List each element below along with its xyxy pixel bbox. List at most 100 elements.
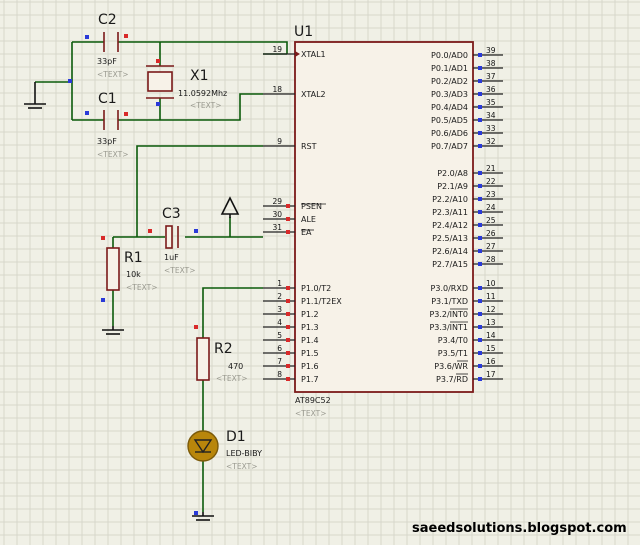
pin-label: P2.2/A10 — [432, 195, 468, 204]
pin-label: P1.7 — [301, 375, 319, 384]
wire-c1-xtal2 — [118, 93, 263, 121]
pin-number: 29 — [272, 197, 282, 206]
marker — [156, 59, 160, 63]
pin-number: 38 — [486, 59, 496, 68]
pin-marker — [478, 118, 482, 122]
microcontroller-u1[interactable] — [294, 41, 474, 393]
marker — [124, 34, 128, 38]
pin-label: P1.5 — [301, 349, 319, 358]
c3-ref: C3 — [162, 206, 181, 222]
pin-number: 13 — [486, 318, 496, 327]
pin-number: 1 — [277, 279, 282, 288]
pin-marker — [478, 223, 482, 227]
marker — [148, 229, 152, 233]
d1-value: LED-BIBY — [226, 449, 262, 458]
r2-value: 470 — [228, 362, 243, 371]
pin-marker — [478, 312, 482, 316]
watermark: saeedsolutions.blogspot.com — [412, 521, 627, 536]
ground-symbol-3 — [192, 512, 214, 521]
pin-marker — [478, 286, 482, 290]
chip-pin-left[interactable]: 3P1.2 — [263, 305, 319, 319]
pin-label: P2.3/A11 — [432, 208, 468, 217]
crystal-x1[interactable] — [146, 65, 174, 99]
pin-label: EA — [301, 228, 312, 237]
pin-number: 34 — [486, 111, 496, 120]
pin-label: P0.1/AD1 — [431, 64, 468, 73]
pin-number: 9 — [277, 137, 282, 146]
capacitor-c3[interactable] — [165, 225, 179, 249]
ground-symbol-2 — [102, 326, 124, 335]
r2-text: <TEXT> — [216, 374, 247, 383]
pin-label: P0.3/AD3 — [431, 90, 468, 99]
pin-marker — [478, 184, 482, 188]
pin-number: 30 — [272, 210, 282, 219]
pin-number: 31 — [272, 223, 282, 232]
pin-marker — [478, 66, 482, 70]
pin-marker — [286, 312, 290, 316]
chip-pin-left[interactable]: 2P1.1/T2EX — [263, 292, 342, 306]
resistor-r2[interactable] — [196, 337, 210, 381]
chip-pin-left[interactable]: 8P1.7 — [263, 370, 319, 384]
pin-number: 12 — [486, 305, 496, 314]
c1-text: <TEXT> — [97, 150, 128, 159]
pin-number: 39 — [486, 46, 496, 55]
pin-number: 26 — [486, 229, 496, 238]
pin-number: 28 — [486, 255, 496, 264]
pin-label: P0.4/AD4 — [431, 103, 468, 112]
pin-number: 35 — [486, 98, 496, 107]
resistor-r1[interactable] — [106, 247, 120, 291]
chip-pin-left[interactable]: 7P1.6 — [263, 357, 319, 371]
capacitor-c1[interactable] — [103, 110, 119, 130]
pin-number: 3 — [277, 305, 282, 314]
pin-number: 4 — [277, 318, 282, 327]
marker — [124, 112, 128, 116]
pin-marker — [478, 131, 482, 135]
chip-part: AT89C52 — [295, 396, 331, 405]
pin-marker — [286, 338, 290, 342]
pin-label: P3.1/TXD — [431, 297, 468, 306]
pin-label: XTAL2 — [301, 90, 326, 99]
chip-pin-left[interactable]: 1P1.0/T2 — [263, 279, 331, 293]
chip-pin-left[interactable]: 4P1.3 — [263, 318, 319, 332]
pin-label: P3.2/INT0 — [429, 310, 468, 319]
chip-pin-left[interactable]: 5P1.4 — [263, 331, 319, 345]
pin-label: P3.4/T0 — [438, 336, 468, 345]
led-d1[interactable] — [187, 430, 219, 462]
chip-pin-left[interactable]: 6P1.5 — [263, 344, 319, 358]
capacitor-c2[interactable] — [103, 32, 119, 52]
marker — [101, 298, 105, 302]
clock-pin-icon — [295, 51, 300, 57]
pin-marker — [478, 171, 482, 175]
pin-number: 17 — [486, 370, 496, 379]
